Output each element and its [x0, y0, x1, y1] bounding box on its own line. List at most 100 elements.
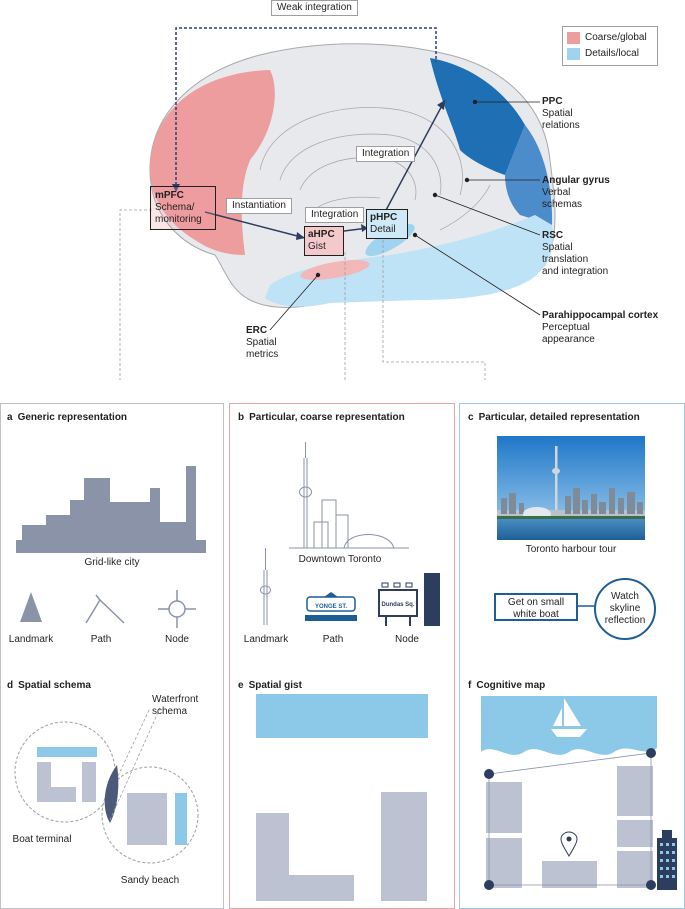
map-pin-icon	[560, 831, 578, 857]
panel-f-graphics	[481, 696, 677, 890]
angular-gyrus-label: Angular gyrus Verbal schemas	[542, 175, 610, 211]
integration-label-mid: Integration	[305, 207, 365, 223]
grid-city-silhouette	[16, 466, 206, 553]
phpc-desc: Detail	[370, 224, 396, 235]
downtown-toronto-skyline	[289, 442, 409, 549]
panel-f-letter: f	[468, 680, 472, 691]
instantiation-label: Instantiation	[226, 198, 292, 214]
phpc-name: pHPC	[370, 212, 398, 223]
erc-desc2: metrics	[246, 349, 279, 360]
mpfc-region	[150, 70, 275, 255]
panel-c-title: c Particular, detailed representation	[468, 412, 640, 423]
panel-b-path-caption: Path	[322, 634, 344, 645]
legend-swatch-details	[567, 48, 580, 60]
mpfc-desc2: monitoring	[155, 214, 202, 225]
ppc-desc1: Spatial	[542, 108, 573, 119]
boat-terminal-schema-circle	[14, 721, 116, 823]
legend: Coarse/global Details/local	[562, 26, 658, 66]
rsc-desc3: and integration	[542, 266, 609, 277]
grid-city-caption: Grid-like city	[84, 557, 140, 568]
ppc-region	[430, 58, 525, 175]
toronto-harbour-photo	[497, 436, 645, 540]
mpfc-name: mPFC	[155, 190, 184, 201]
circle-line2: skyline	[609, 603, 641, 614]
angular-desc1: Verbal	[542, 187, 571, 198]
downtown-toronto-caption: Downtown Toronto	[298, 554, 382, 565]
circle-line3: reflection	[604, 615, 646, 626]
boat-step-box: Get on small white boat	[494, 593, 578, 621]
step-connector	[578, 605, 596, 607]
panel-c-title-text: Particular, detailed representation	[478, 412, 640, 423]
panel-a-title-text: Generic representation	[17, 412, 128, 423]
panel-d-graphics	[14, 707, 199, 864]
sandy-beach-schema-circle	[101, 766, 199, 864]
panel-a-node-caption: Node	[165, 634, 189, 645]
brain-diagram	[119, 27, 556, 380]
cognitive-map-network	[488, 752, 652, 886]
path-icon	[85, 594, 125, 624]
panel-a-letter: a	[7, 412, 13, 423]
waterfront-overlap	[104, 765, 119, 823]
panel-a-graphics	[16, 466, 206, 628]
boat-step-line2: white boat	[513, 609, 559, 620]
panel-b-graphics: YONGE ST. Dundas Sq.	[260, 442, 440, 626]
parahip-desc1: Perceptual	[542, 322, 590, 333]
ppc-label: PPC Spatial relations	[542, 96, 580, 132]
legend-label-coarse: Coarse/global	[585, 32, 647, 43]
yonge-street-sign-text: YONGE ST.	[315, 604, 347, 610]
panel-b-landmark-caption: Landmark	[243, 634, 289, 645]
circle-line1: Watch	[611, 591, 639, 602]
rsc-name: RSC	[542, 230, 564, 241]
panel-b-node-caption: Node	[395, 634, 419, 645]
panel-e-letter: e	[238, 680, 244, 691]
parahip-desc2: appearance	[542, 334, 595, 345]
panel-c-letter: c	[468, 412, 474, 423]
panel-d-letter: d	[7, 680, 14, 691]
waterfront-schema-label: Waterfront schema	[152, 694, 198, 718]
landmark-icon	[20, 592, 42, 622]
rsc-desc2: translation	[542, 254, 589, 265]
integration-label-top: Integration	[356, 146, 416, 162]
boat-terminal-caption: Boat terminal	[12, 834, 72, 845]
rsc-label: RSC Spatial translation and integration	[542, 230, 608, 278]
skyline-reflection-circle: Watch skyline reflection	[594, 578, 656, 640]
angular-desc2: schemas	[542, 199, 583, 210]
angular-gyrus-region	[505, 125, 553, 225]
erc-label: ERC Spatial metrics	[246, 325, 278, 361]
gist-waterfront-strip	[256, 694, 428, 738]
panel-e-graphics	[256, 694, 428, 901]
dundas-square-node-icon: Dundas Sq.	[378, 573, 440, 626]
angular-name: Angular gyrus	[542, 175, 610, 186]
parahippocampal-region	[265, 215, 554, 307]
sailboat-icon	[551, 698, 587, 737]
panel-e-title: e Spatial gist	[238, 680, 302, 691]
parahip-name: Parahippocampal cortex	[542, 310, 659, 321]
legend-label-details: Details/local	[585, 48, 639, 59]
ahpc-desc: Gist	[308, 241, 326, 252]
boat-step-line1: Get on small	[507, 597, 565, 608]
panel-d-title-text: Spatial schema	[18, 680, 91, 691]
sandy-beach-caption: Sandy beach	[120, 875, 180, 886]
phpc-box: pHPC Detail	[366, 209, 408, 239]
dundas-sign-text: Dundas Sq.	[381, 602, 414, 608]
waterfront-line2: schema	[152, 706, 188, 717]
cognitive-map-nodes	[484, 748, 656, 890]
gist-l-block	[256, 813, 354, 901]
weak-integration-label: Weak integration	[271, 0, 358, 16]
node-icon	[158, 590, 196, 628]
mpfc-box: mPFC Schema/ monitoring	[150, 186, 216, 230]
rsc-desc1: Spatial	[542, 242, 573, 253]
weak-integration-line	[175, 27, 437, 190]
panel-e-title-text: Spatial gist	[248, 680, 302, 691]
skyscraper-icon	[657, 830, 677, 890]
waterfront-line1: Waterfront	[152, 694, 199, 705]
legend-swatch-coarse	[567, 32, 580, 44]
erc-desc1: Spatial	[246, 337, 277, 348]
yonge-street-sign-icon: YONGE ST.	[305, 592, 357, 621]
panel-f-title-text: Cognitive map	[476, 680, 546, 691]
panel-a-title: a Generic representation	[7, 412, 127, 423]
mpfc-desc1: Schema/	[155, 202, 195, 213]
instantiation-arrow	[204, 211, 306, 239]
panel-b-title-text: Particular, coarse representation	[249, 412, 405, 423]
